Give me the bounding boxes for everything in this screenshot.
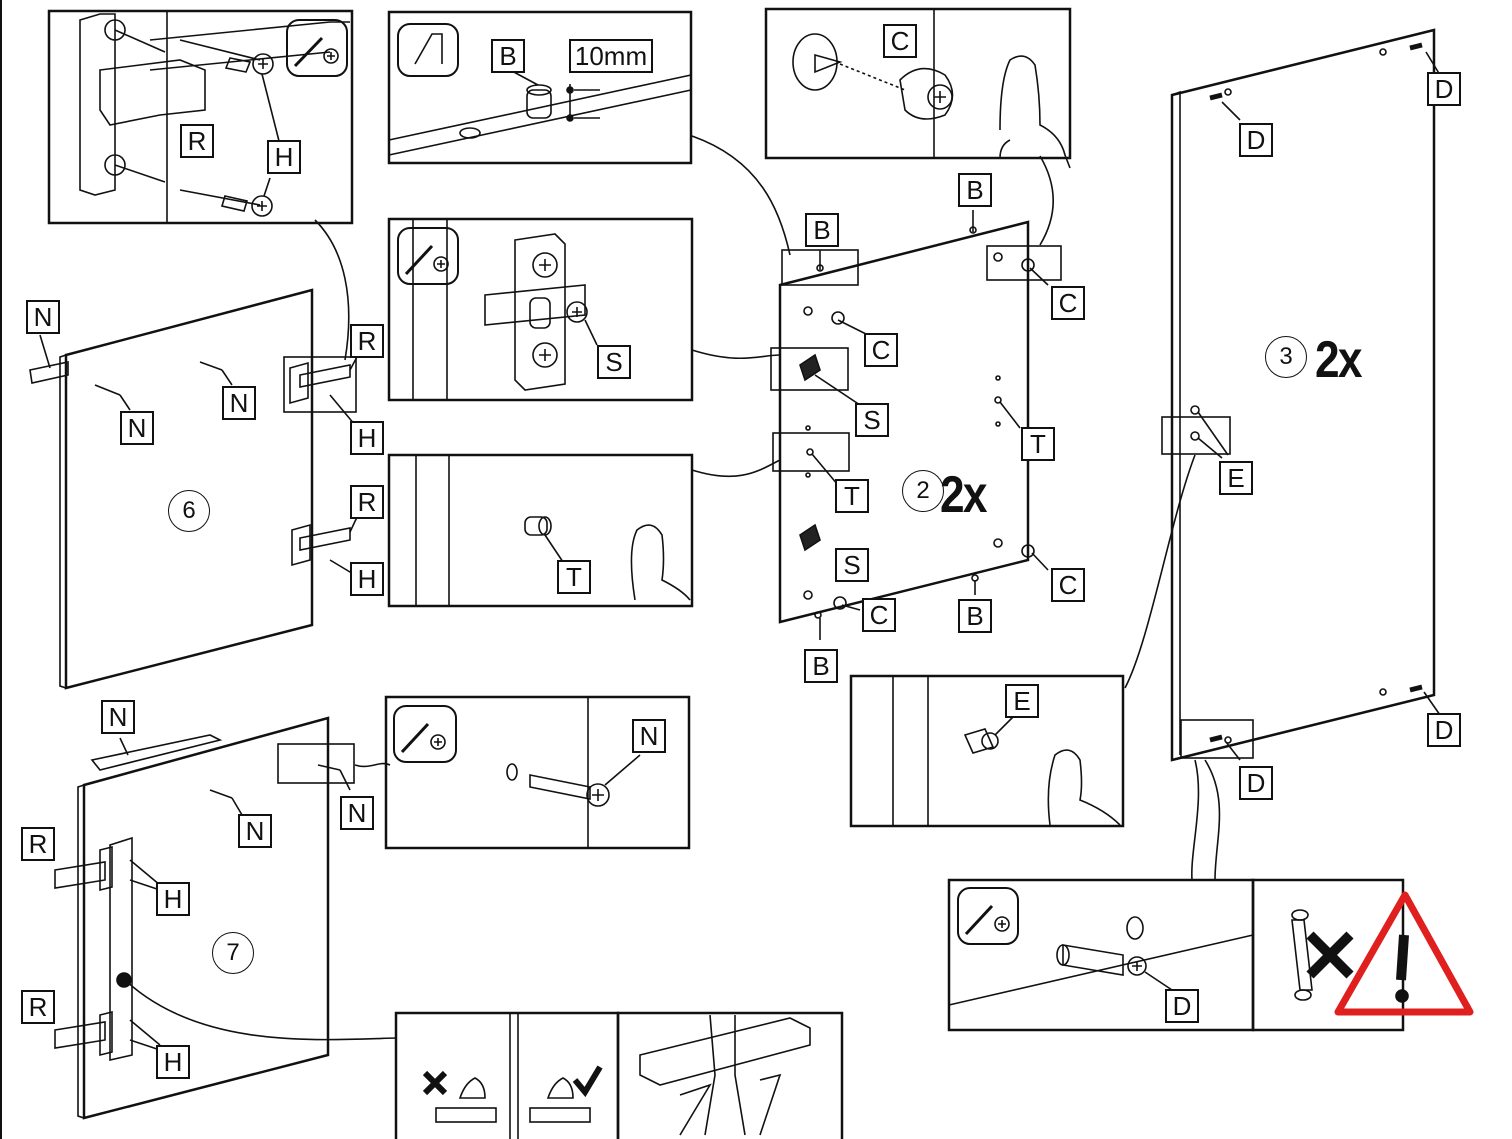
inset-hinge-orientation: [394, 1011, 620, 1139]
label-b-top-left: B: [805, 213, 839, 247]
label-d-inset: D: [1165, 989, 1199, 1023]
inset-dowel-insert: [947, 878, 1474, 1032]
label-r-6-top: R: [350, 324, 384, 358]
inset-hinge-screws: [47, 9, 354, 225]
label-n-7-bar: N: [101, 700, 135, 734]
inset-screw-n: [384, 695, 691, 850]
step-number-2: 2: [902, 470, 944, 512]
label-c-bottom-left: C: [862, 598, 896, 632]
label-n-7-panel: N: [238, 814, 272, 848]
label-d-bottom-left: D: [1239, 766, 1273, 800]
label-t-right: T: [1021, 427, 1055, 461]
label-d-bottom-right: D: [1427, 713, 1461, 747]
label-n-6-bar: N: [26, 300, 60, 334]
label-r-6-bottom: R: [350, 485, 384, 519]
panel-2: [770, 210, 1062, 640]
inset-cam-lock: [764, 7, 1072, 169]
label-h-6-top: H: [350, 421, 384, 455]
panel-3: [1161, 28, 1441, 762]
step-number-6: 6: [168, 490, 210, 532]
label-b-bottom-right: B: [958, 599, 992, 633]
inset-pin-insert: [387, 453, 694, 608]
label-d-top-right: D: [1427, 72, 1461, 106]
label-r-7-bottom: R: [21, 990, 55, 1024]
inset-dowel-depth: [387, 10, 693, 165]
label-c-top-right: C: [1051, 286, 1085, 320]
label-c-bottom-right: C: [1051, 568, 1085, 602]
label-n-7-inset-callout: N: [340, 796, 374, 830]
label-h-6-bottom: H: [350, 562, 384, 596]
label-s-upper: S: [855, 403, 889, 437]
label-s-inset: S: [597, 345, 631, 379]
step-2-multiplier: 2x: [940, 466, 987, 524]
label-n-inset: N: [632, 719, 666, 753]
label-d-top-left: D: [1239, 123, 1273, 157]
label-n-6-left: N: [120, 411, 154, 445]
label-h-7-top: H: [156, 882, 190, 916]
step-3-multiplier: 2x: [1315, 331, 1362, 389]
inset-mounting-plate: [387, 217, 694, 402]
label-10mm: 10mm: [569, 39, 653, 73]
inset-cam-pin: [849, 674, 1125, 828]
label-c-top-left: C: [864, 333, 898, 367]
label-r-7-top: R: [21, 827, 55, 861]
label-b-bottom-left: B: [804, 649, 838, 683]
label-h-7-bottom: H: [156, 1045, 190, 1079]
label-e-inset: E: [1005, 684, 1039, 718]
inset-hinge-mount-detail: [616, 1011, 844, 1139]
label-b-top-right: B: [958, 173, 992, 207]
panel-6: [29, 288, 359, 690]
step-number-3: 3: [1265, 336, 1307, 378]
label-b-inset: B: [491, 39, 525, 73]
label-e-panel: E: [1219, 461, 1253, 495]
label-t-left: T: [835, 479, 869, 513]
label-s-lower: S: [835, 548, 869, 582]
label-h-inset-a-1: H: [267, 140, 301, 174]
step-number-7: 7: [212, 932, 254, 974]
label-n-6-right: N: [222, 386, 256, 420]
panel-7: [54, 716, 355, 1120]
label-t-inset: T: [557, 560, 591, 594]
label-r-inset-a: R: [180, 124, 214, 158]
label-c-inset: C: [883, 24, 917, 58]
